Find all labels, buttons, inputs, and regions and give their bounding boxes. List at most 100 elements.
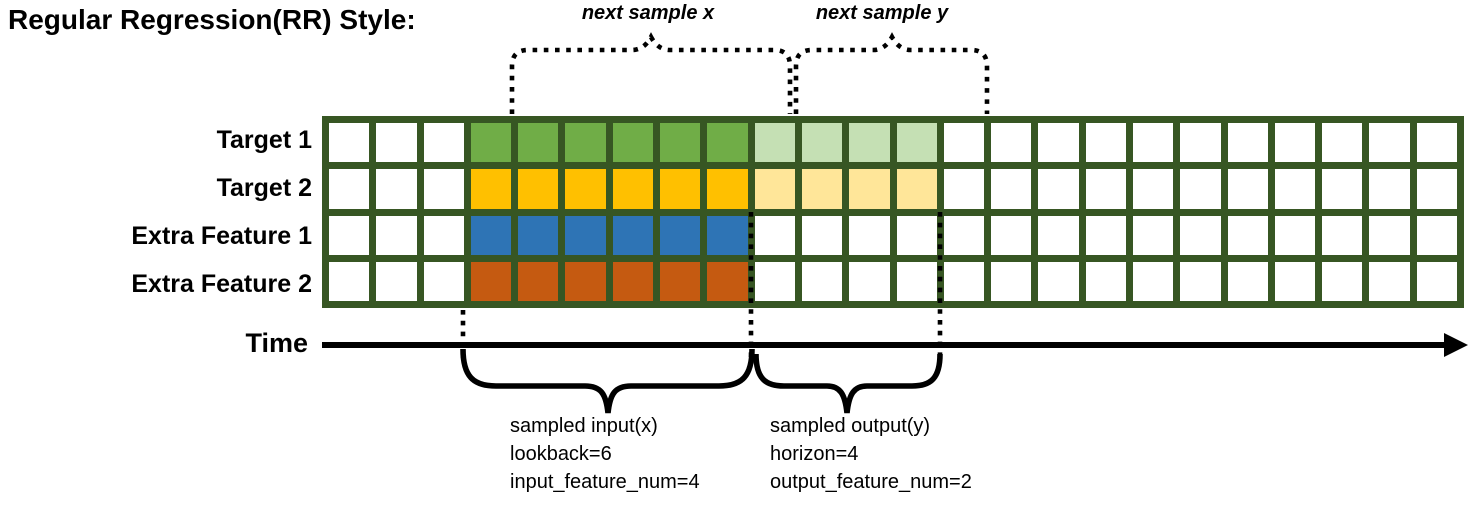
- grid-cell: [470, 123, 512, 163]
- grid-cell: [1274, 169, 1316, 209]
- grid-cell: [329, 123, 370, 163]
- lookback-line: lookback=6: [510, 443, 612, 465]
- grid-cell: [849, 169, 890, 209]
- grid-cell: [1085, 215, 1126, 255]
- sampled-input-line: sampled input(x): [510, 415, 658, 437]
- grid-cell: [991, 123, 1032, 163]
- grid-cell: [896, 215, 937, 255]
- next-sample-x-brace: [509, 32, 793, 114]
- grid-cell: [423, 169, 464, 209]
- grid-cell: [707, 261, 748, 301]
- grid-cell: [1416, 123, 1457, 163]
- grid-cell: [1274, 123, 1316, 163]
- grid-cell: [329, 261, 370, 301]
- row-labels: Target 1 Target 2 Extra Feature 1 Extra …: [0, 116, 312, 308]
- next-sample-y-brace: [793, 32, 990, 114]
- grid-cell: [423, 215, 464, 255]
- grid-cell: [518, 261, 559, 301]
- grid-cell: [1132, 169, 1174, 209]
- grid-cell: [943, 261, 985, 301]
- row-label-extra-feature-2: Extra Feature 2: [131, 269, 312, 298]
- grid-cell: [1038, 123, 1079, 163]
- grid-cell: [801, 215, 843, 255]
- grid-cell: [470, 169, 512, 209]
- grid-cell: [1180, 261, 1221, 301]
- grid-cell: [612, 123, 654, 163]
- sampled-input-brace: [460, 348, 755, 414]
- grid-cell: [849, 261, 890, 301]
- grid-cell: [896, 123, 937, 163]
- grid-cell: [1369, 261, 1410, 301]
- grid-cell: [801, 123, 843, 163]
- grid-cell: [1038, 215, 1079, 255]
- grid-cell: [565, 261, 606, 301]
- grid-cell: [1369, 123, 1410, 163]
- time-axis-arrow-head: [1444, 333, 1468, 357]
- grid-cell: [1132, 261, 1174, 301]
- sampled-output-caption: sampled output(y) horizon=4 output_featu…: [770, 412, 972, 496]
- grid-cell: [518, 215, 559, 255]
- grid-cell: [329, 215, 370, 255]
- grid-cell: [1132, 123, 1174, 163]
- grid-cell: [1085, 123, 1126, 163]
- grid-cell: [376, 261, 417, 301]
- grid-cell: [1369, 169, 1410, 209]
- grid-cell: [1322, 169, 1363, 209]
- grid-cell: [1322, 261, 1363, 301]
- sampled-input-caption: sampled input(x) lookback=6 input_featur…: [510, 412, 700, 496]
- grid-cell: [1274, 261, 1316, 301]
- grid-cell: [1322, 123, 1363, 163]
- grid-cell: [565, 123, 606, 163]
- grid-cell: [754, 215, 795, 255]
- grid-cell: [1038, 261, 1079, 301]
- grid-cell: [376, 169, 417, 209]
- grid-cell: [991, 261, 1032, 301]
- grid-cell: [1132, 215, 1174, 255]
- output-feature-num-line: output_feature_num=2: [770, 471, 972, 493]
- grid-cell: [754, 123, 795, 163]
- grid-cell: [707, 215, 748, 255]
- next-sample-y-label: next sample y: [815, 2, 949, 24]
- grid-cell: [991, 169, 1032, 209]
- grid-cell: [518, 123, 559, 163]
- grid-cell: [612, 215, 654, 255]
- sampled-output-brace: [753, 353, 943, 414]
- grid-cell: [1274, 215, 1316, 255]
- grid-cell: [1416, 215, 1457, 255]
- grid-cell: [754, 261, 795, 301]
- grid-cell: [1180, 215, 1221, 255]
- next-sample-x-label: next sample x: [581, 2, 715, 24]
- grid-cell: [470, 261, 512, 301]
- sample-grid: [322, 116, 1464, 308]
- row-label-extra-feature-1: Extra Feature 1: [131, 221, 312, 250]
- grid-cell: [1369, 215, 1410, 255]
- row-label-target-2: Target 2: [216, 173, 312, 202]
- grid-cell: [849, 215, 890, 255]
- grid-cell: [707, 169, 748, 209]
- grid-cell: [470, 215, 512, 255]
- grid-cell: [1416, 169, 1457, 209]
- row-label-target-1: Target 1: [216, 125, 312, 154]
- grid-cell: [660, 169, 701, 209]
- grid-cell: [801, 261, 843, 301]
- grid-cell: [943, 123, 985, 163]
- grid-cell: [1227, 123, 1268, 163]
- grid-cell: [1227, 169, 1268, 209]
- grid-cell: [376, 215, 417, 255]
- grid-cell: [518, 169, 559, 209]
- time-axis-label: Time: [245, 328, 308, 358]
- grid-cell: [943, 169, 985, 209]
- grid-cell: [991, 215, 1032, 255]
- grid-cell: [612, 261, 654, 301]
- grid-cell: [1085, 169, 1126, 209]
- grid-cell: [1038, 169, 1079, 209]
- grid-cell: [1180, 169, 1221, 209]
- grid-cell: [660, 261, 701, 301]
- grid-cell: [1180, 123, 1221, 163]
- grid-cell: [1227, 215, 1268, 255]
- grid-cell: [660, 123, 701, 163]
- grid-cell: [565, 169, 606, 209]
- grid-cell: [565, 215, 606, 255]
- page-title: Regular Regression(RR) Style:: [8, 4, 416, 35]
- grid-cell: [612, 169, 654, 209]
